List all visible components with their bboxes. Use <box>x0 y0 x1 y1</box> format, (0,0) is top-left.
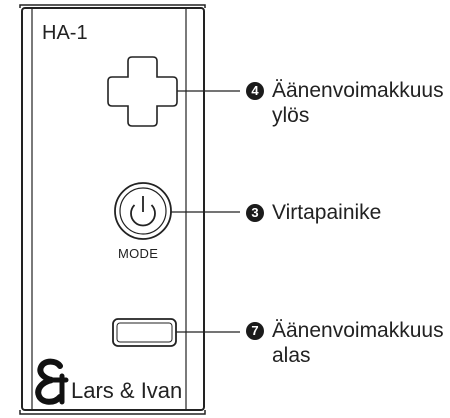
callout-text-line1: Virtapainike <box>272 201 382 224</box>
callout-volume-up: 4 Äänenvoimakkuus ylös <box>246 78 444 128</box>
device-body <box>21 7 205 411</box>
power-icon <box>130 204 156 227</box>
device-model-label: HA-1 <box>42 22 88 44</box>
callout-text-line1: Äänenvoimakkuus <box>272 319 444 342</box>
callout-power: 3 Virtapainike <box>246 200 381 225</box>
callout-number-badge: 7 <box>246 322 264 340</box>
power-mode-button[interactable] <box>114 182 172 240</box>
callout-text-line2: ylös <box>272 104 310 127</box>
volume-up-button[interactable] <box>107 56 178 127</box>
callout-volume-down: 7 Äänenvoimakkuus alas <box>246 318 444 368</box>
volume-down-button-inner <box>116 322 173 343</box>
device-top-cap <box>19 4 206 8</box>
callout-number-badge: 3 <box>246 204 264 222</box>
callout-number-badge: 4 <box>246 82 264 100</box>
callout-text-line2: alas <box>272 344 311 367</box>
mode-label: MODE <box>118 246 159 261</box>
device-bottom-cap <box>19 410 206 415</box>
ampersand-logo-icon <box>35 358 69 405</box>
brand-name: Lars & Ivan <box>71 378 183 403</box>
callout-text-line1: Äänenvoimakkuus <box>272 79 444 102</box>
